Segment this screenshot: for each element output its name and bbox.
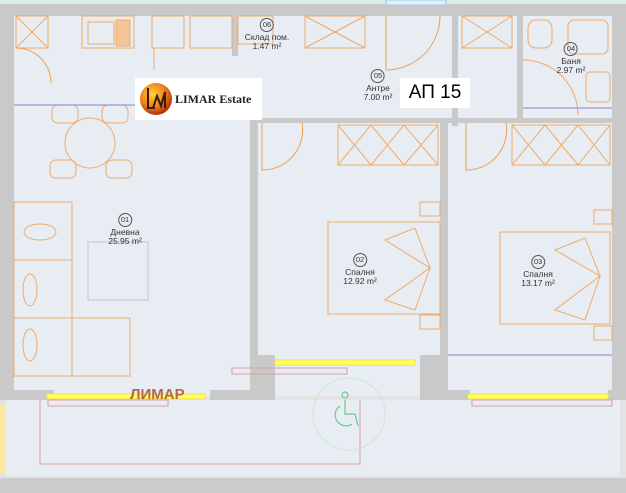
apartment-number: АП 15 [400, 78, 470, 108]
bottom-bar [0, 478, 626, 493]
logo-text: LIMAR Estate [175, 91, 252, 106]
room-label-bathroom: 04 Баня 2.97 m² [556, 42, 586, 75]
brand-watermark: ЛИМАР [130, 386, 185, 403]
limar-estate-logo: LIMAR Estate [135, 78, 262, 120]
room-label-hallway: 05 Антре 7.00 m² [363, 69, 393, 102]
lm-monogram-icon [140, 83, 172, 115]
room-label-bedroom-2: 03 Спалня 13.17 m² [521, 255, 555, 288]
room-label-bedroom-1: 02 Спалня 12.92 m² [343, 253, 377, 286]
room-label-storage: 06 Склад пом. 1.47 m² [244, 18, 290, 51]
wheelchair-icon [312, 377, 386, 451]
room-label-living-room: 01 Дневна 25.95 m² [108, 213, 142, 246]
